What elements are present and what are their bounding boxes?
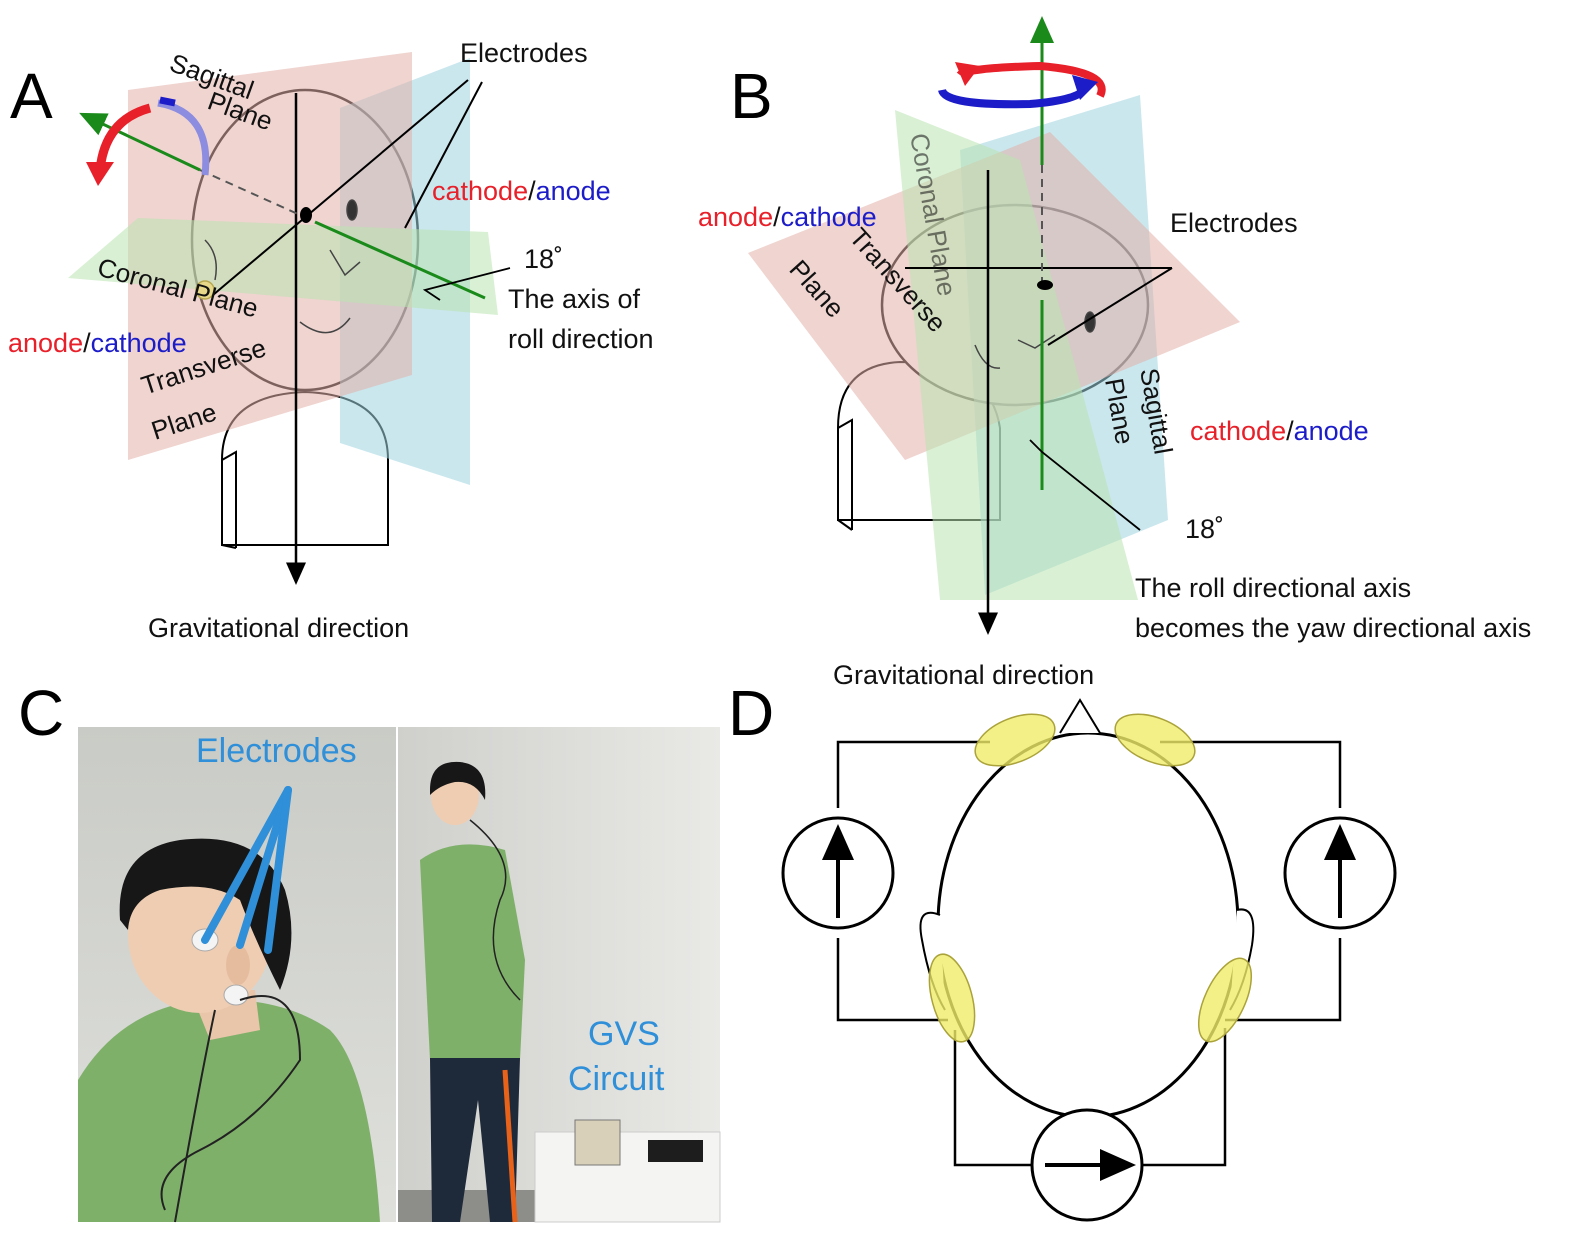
panel-a-angle-label: 18˚ (524, 244, 563, 274)
panel-b-center-dot (1037, 280, 1053, 290)
panel-a-electrode-pointers (212, 79, 483, 296)
panel-b-electrodes-label: Electrodes (1170, 208, 1298, 238)
panel-b-blue-rotation (938, 85, 1089, 109)
electrode-mastoid-left (928, 953, 976, 1043)
gvs-battery (648, 1140, 703, 1162)
panel-d: D (728, 677, 1397, 1222)
panel-d-current-source-right (1283, 816, 1397, 930)
electrode-mastoid-right (1197, 957, 1253, 1043)
panel-d-circuit-wires (836, 740, 1342, 1167)
panel-c-photo-closeup: Electrodes (78, 727, 396, 1223)
panel-d-current-source-bottom (1030, 1108, 1144, 1222)
panel-a-face (195, 199, 361, 334)
person-1-hair (119, 838, 292, 990)
panel-c-electrodes-label: Electrodes (196, 732, 357, 770)
panel-c-letter: C (18, 677, 64, 749)
panel-c: C Electrodes (18, 677, 721, 1223)
panel-b-angle-marker (1029, 439, 1141, 531)
panel-b-coronal-plane (895, 110, 1138, 600)
panel-a-anode-cathode-label: anode/cathode (8, 328, 187, 358)
person-1-shirt (78, 999, 380, 1222)
panel-a-roll-axis-hidden (199, 169, 301, 216)
person-1-electrode-mastoid (223, 984, 249, 1006)
panel-b-letter: B (730, 60, 773, 132)
panel-a-roll-axis-out (79, 112, 201, 172)
person-2-shirt (420, 844, 525, 1060)
panel-a-angle-marker (422, 267, 511, 301)
panel-a-axis-label-2: roll direction (508, 324, 654, 354)
panel-c-electrode-pointers (201, 786, 292, 954)
panel-d-head (936, 731, 1240, 1119)
panel-b-angle-label: 18˚ (1185, 514, 1224, 544)
panel-a-blue-rotation (157, 99, 210, 176)
panel-a-axis-label-1: The axis of (508, 284, 641, 314)
person-1-wire (160, 995, 302, 1211)
panel-d-letter: D (728, 677, 774, 749)
electrode-front-right (1114, 713, 1196, 767)
panel-c-photo-standing: GVS Circuit (398, 727, 721, 1223)
person-2-pants (430, 1058, 520, 1222)
panel-a-gravity-label: Gravitational direction (148, 613, 409, 643)
panel-c-gvs-label-1: GVS (588, 1015, 660, 1053)
panel-a-coronal-plane (68, 218, 498, 315)
panel-d-nose (1059, 698, 1101, 734)
panel-b-cathode-anode-label: cathode/anode (1190, 416, 1369, 446)
gvs-circuit-box (574, 1119, 621, 1166)
panel-c-gvs-label-2: Circuit (568, 1060, 665, 1098)
electrode-front-left (974, 713, 1056, 767)
panel-b-anode-cathode-label: anode/cathode (698, 202, 877, 232)
panel-b-electrode-pointers (905, 267, 1173, 346)
panel-b-gravity-label: Gravitational direction (833, 660, 1094, 690)
panel-d-electrodes (928, 713, 1253, 1043)
panel-a-red-rotation (95, 103, 152, 171)
panel-a: A (8, 38, 654, 643)
panel-a-letter: A (10, 60, 53, 132)
panel-a-electrodes-label: Electrodes (460, 38, 588, 68)
panel-b-axis-label-1: The roll directional axis (1135, 573, 1411, 603)
panel-a-cathode-anode-label: cathode/anode (432, 176, 611, 206)
panel-b: B (698, 16, 1531, 690)
panel-b-axis-label-2: becomes the yaw directional axis (1135, 613, 1531, 643)
panel-a-roll-axis (314, 220, 486, 300)
panel-d-current-source-left (781, 816, 895, 930)
